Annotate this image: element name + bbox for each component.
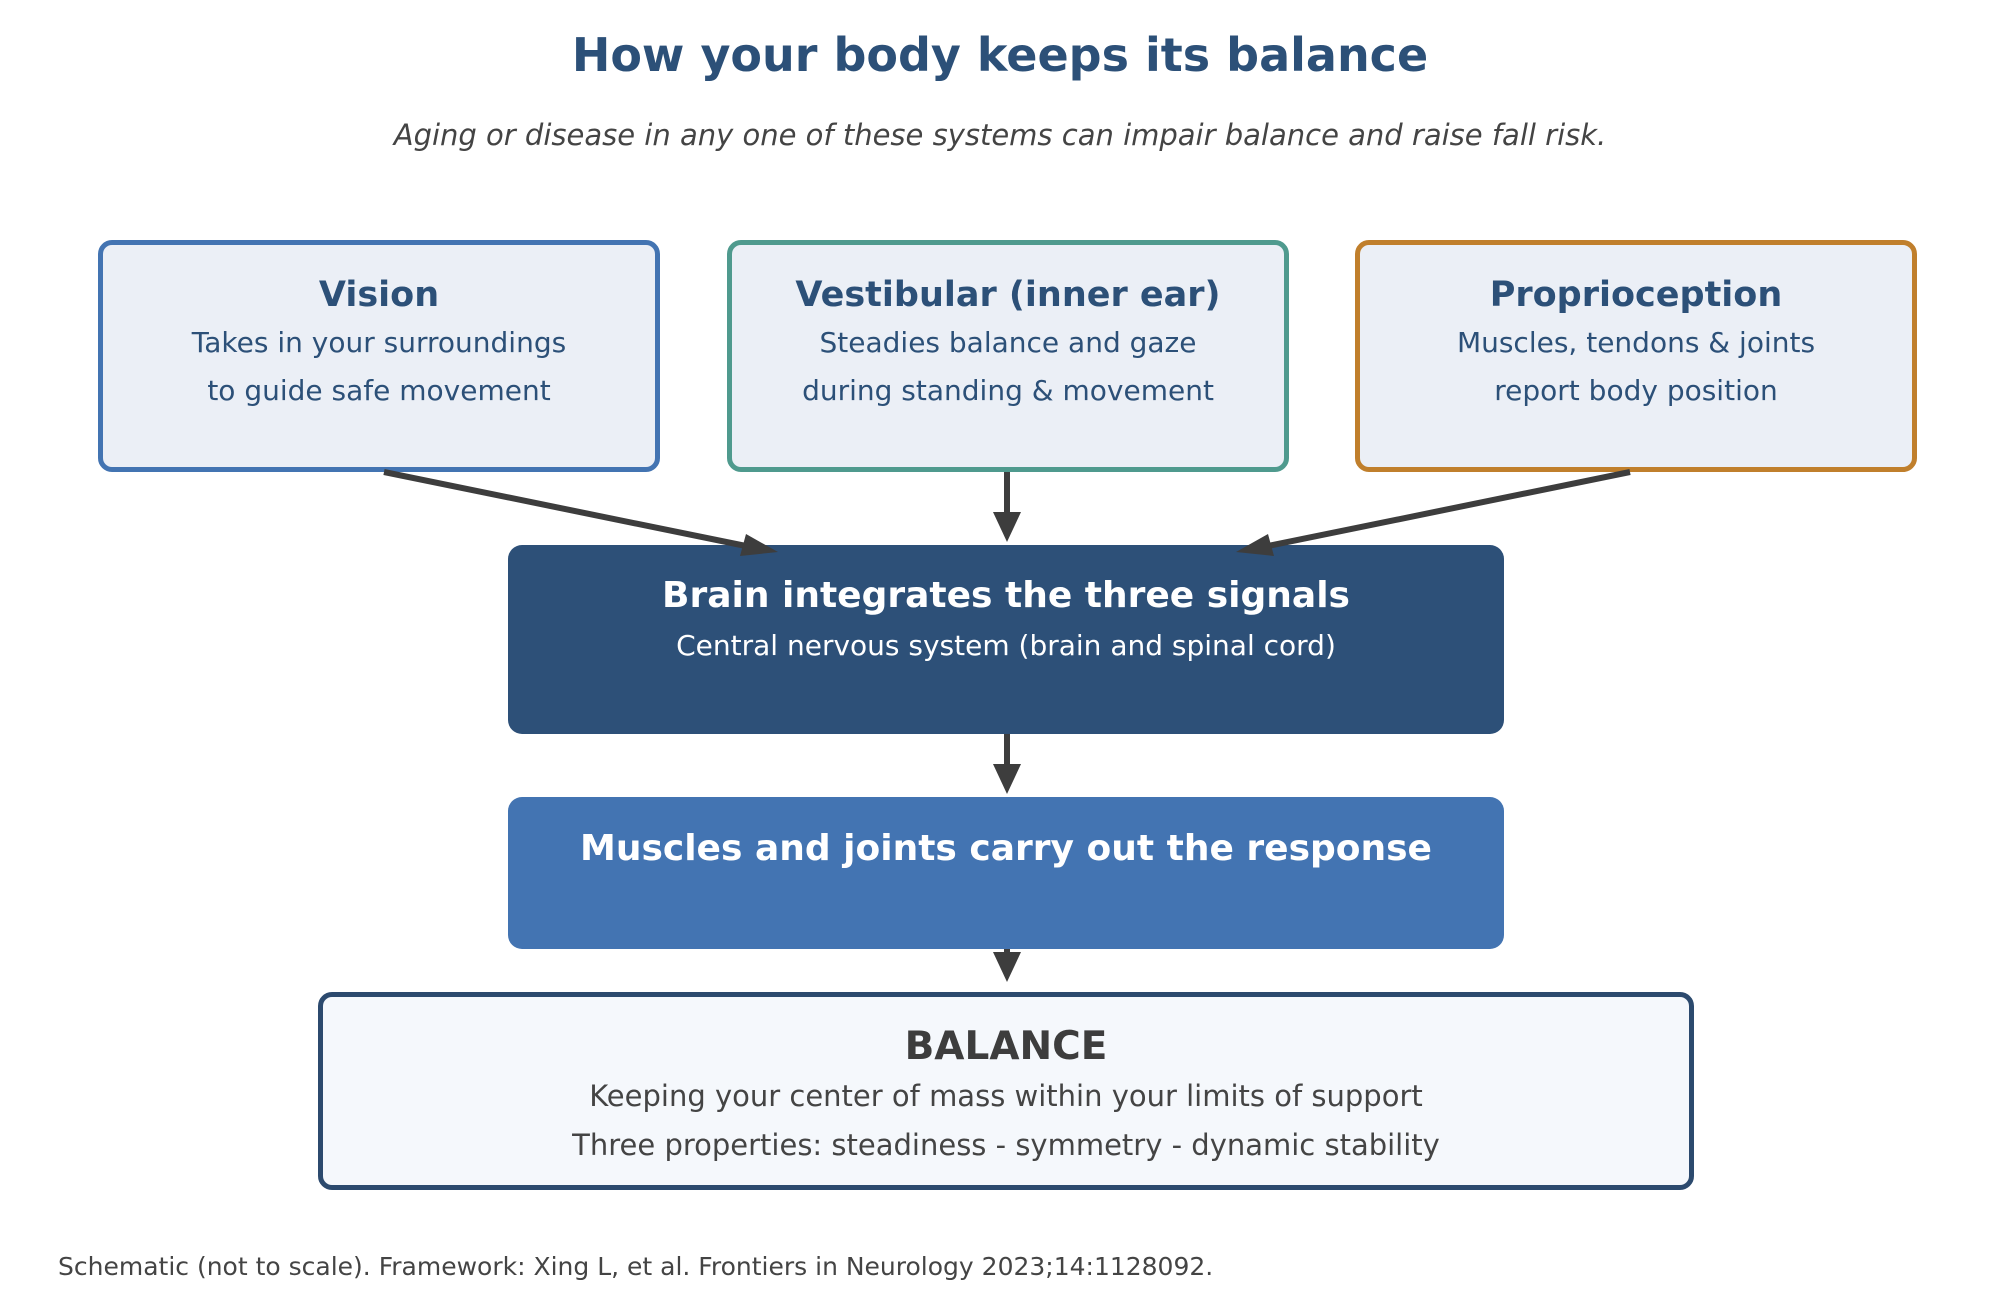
muscles-title: Muscles and joints carry out the respons…	[580, 828, 1432, 869]
brain-subtitle: Central nervous system (brain and spinal…	[676, 629, 1336, 662]
brain-box: Brain integrates the three signals Centr…	[508, 545, 1504, 734]
balance-definition: Keeping your center of mass within your …	[589, 1079, 1423, 1113]
vestibular-line-2: during standing & movement	[802, 374, 1214, 407]
proprioception-box: Proprioception Muscles, tendons & joints…	[1355, 240, 1917, 472]
brain-to-muscles-arrowhead	[993, 764, 1021, 794]
proprioception-to-brain-arrow-line	[1267, 469, 1631, 549]
vision-title: Vision	[318, 275, 440, 315]
page-subtitle: Aging or disease in any one of these sys…	[393, 118, 1607, 152]
balance-title: BALANCE	[904, 1024, 1108, 1069]
muscles-box: Muscles and joints carry out the respons…	[508, 797, 1504, 949]
brain-title: Brain integrates the three signals	[662, 575, 1350, 616]
vestibular-title: Vestibular (inner ear)	[795, 275, 1221, 315]
vision-line-1: Takes in your surroundings	[191, 326, 567, 359]
vestibular-arrowhead	[993, 512, 1021, 542]
balance-properties: Three properties: steadiness - symmetry …	[572, 1128, 1440, 1162]
proprioception-line-2: report body position	[1494, 374, 1778, 407]
balance-box: BALANCE Keeping your center of mass with…	[318, 992, 1694, 1190]
vestibular-box: Vestibular (inner ear) Steadies balance …	[727, 240, 1289, 472]
footnote: Schematic (not to scale). Framework: Xin…	[58, 1252, 1214, 1281]
vestibular-line-1: Steadies balance and gaze	[819, 326, 1197, 359]
page-title: How your body keeps its balance	[571, 28, 1429, 82]
proprioception-title: Proprioception	[1489, 275, 1783, 315]
vision-line-2: to guide safe movement	[207, 374, 551, 407]
proprioception-line-1: Muscles, tendons & joints	[1456, 326, 1816, 359]
vision-box: Vision Takes in your surroundings to gui…	[98, 240, 660, 472]
muscles-to-balance-arrowhead	[993, 952, 1021, 982]
vision-to-brain-arrow-line	[383, 469, 747, 549]
